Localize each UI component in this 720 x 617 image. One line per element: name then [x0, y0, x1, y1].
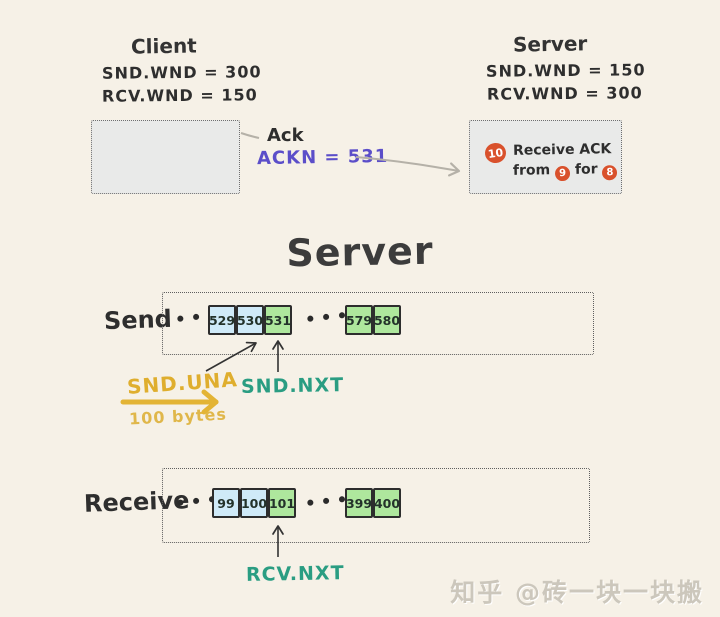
client-to-ack-connector-line [240, 132, 260, 139]
send-cell-529: 529 [208, 305, 236, 335]
send-cell-579: 579 [345, 305, 373, 335]
client-rcv-wnd: RCV.WND = 150 [101, 85, 258, 106]
send-window-box [162, 292, 594, 355]
client-title: Client [130, 33, 197, 59]
send-cell-531: 531 [264, 305, 292, 335]
snd-una-label: SND.UNA [126, 367, 239, 399]
server-snd-wnd: SND.WND = 150 [485, 60, 646, 81]
section-title: Server [286, 228, 434, 276]
server-title: Server [512, 31, 588, 57]
bytes-advanced-label: 100 bytes [128, 404, 228, 429]
send-cell-530: 530 [236, 305, 264, 335]
server-note-box: 10 Receive ACK from 9 for 8 [469, 120, 622, 194]
step-9-badge: 9 [554, 165, 571, 182]
receive-cell-400: 400 [373, 488, 401, 518]
step-10-badge: 10 [483, 141, 508, 165]
server-note-line2: from 9 for 8 [513, 161, 618, 182]
snd-nxt-label: SND.NXT [240, 374, 345, 398]
ack-detail: ACKN = 531 [256, 145, 389, 170]
server-rcv-wnd: RCV.WND = 300 [486, 83, 643, 104]
note-for-word: for [574, 161, 598, 178]
client-snd-wnd: SND.WND = 300 [101, 62, 262, 83]
note-from-word: from [512, 162, 551, 179]
rcv-nxt-label: RCV.NXT [245, 562, 345, 586]
server-note-line1: Receive ACK [512, 141, 612, 159]
step-8-badge: 8 [602, 165, 618, 181]
receive-cell-100: 100 [240, 488, 268, 518]
send-cell-580: 580 [373, 305, 401, 335]
receive-cell-101: 101 [268, 488, 296, 518]
watermark: 知乎 @砖一块一块搬 [450, 578, 704, 607]
receive-cell-399: 399 [345, 488, 373, 518]
ack-label: Ack [267, 125, 304, 146]
receive-cell-99: 99 [212, 488, 240, 518]
client-message-box [91, 120, 240, 194]
receive-window-box [162, 468, 590, 543]
